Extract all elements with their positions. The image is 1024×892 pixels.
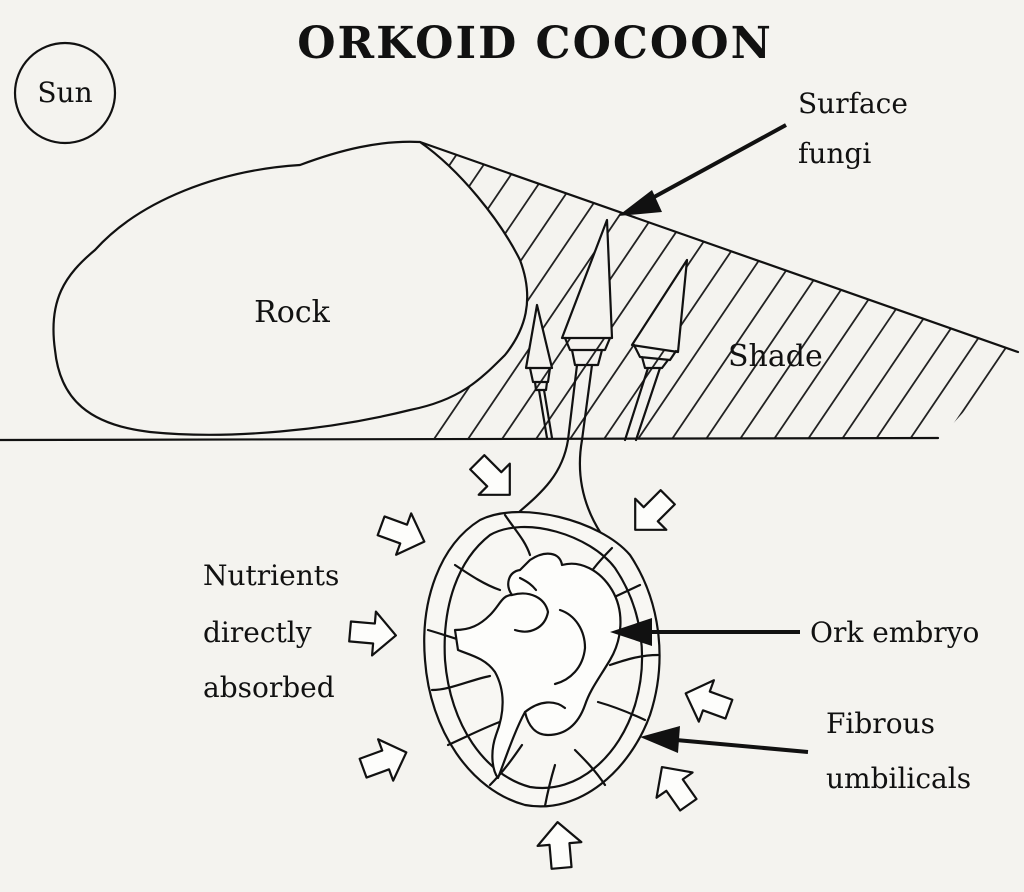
sun: Sun (13, 41, 117, 145)
hatch-line (415, 142, 515, 438)
nutrient-arrow (348, 610, 397, 657)
hatch-line (905, 142, 1018, 438)
hatch-line (939, 142, 1018, 438)
nutrient-arrow (376, 512, 426, 556)
surface-fungi-pointer (618, 123, 787, 216)
hatch-line (531, 142, 753, 438)
nutrients-label-line3: absorbed (203, 671, 335, 704)
nutrient-arrow (634, 489, 676, 531)
nutrients-label-line1: Nutrients (203, 559, 339, 592)
nutrients-label-line2: directly (203, 616, 312, 649)
fungus-right (623, 258, 689, 442)
surface-fungi-label-line2: fungi (798, 137, 871, 170)
rock: Rock (52, 140, 529, 436)
hatch-line (871, 142, 1018, 438)
fibrous-umbilicals-label-line2: umbilicals (826, 762, 971, 795)
nutrient-arrow (469, 454, 511, 496)
ork-embryo (453, 552, 622, 780)
diagram-title: ORKOID COCOON (297, 18, 773, 69)
fibrous-umbilicals-callout: Fibrous umbilicals (640, 707, 971, 795)
surface-fungi: Surface fungi (524, 87, 908, 442)
rock-label: Rock (254, 295, 330, 330)
fungus-small (524, 303, 554, 440)
fibrous-umbilicals-label-line1: Fibrous (826, 707, 935, 740)
shade-boundary-line (418, 140, 1020, 354)
embryo-body (453, 552, 622, 780)
nutrients-label: Nutrients directly absorbed (203, 559, 339, 704)
cocoon (423, 510, 661, 808)
sun-circle (13, 41, 117, 145)
surface-fungi-label-line1: Surface (798, 87, 908, 120)
ork-embryo-callout: Ork embryo (610, 616, 979, 649)
fungus-tall (560, 218, 614, 442)
ork-embryo-label: Ork embryo (810, 616, 979, 649)
nutrient-arrow (358, 738, 408, 782)
nutrient-arrow (655, 765, 698, 812)
ground-line (0, 436, 940, 442)
rock-outline (52, 140, 529, 436)
sun-label: Sun (37, 76, 92, 109)
hatch-line (973, 142, 1018, 438)
shade-label: Shade (728, 339, 823, 374)
nutrient-arrows (348, 454, 734, 870)
nutrient-arrow (536, 821, 583, 870)
nutrient-arrow (684, 679, 734, 723)
